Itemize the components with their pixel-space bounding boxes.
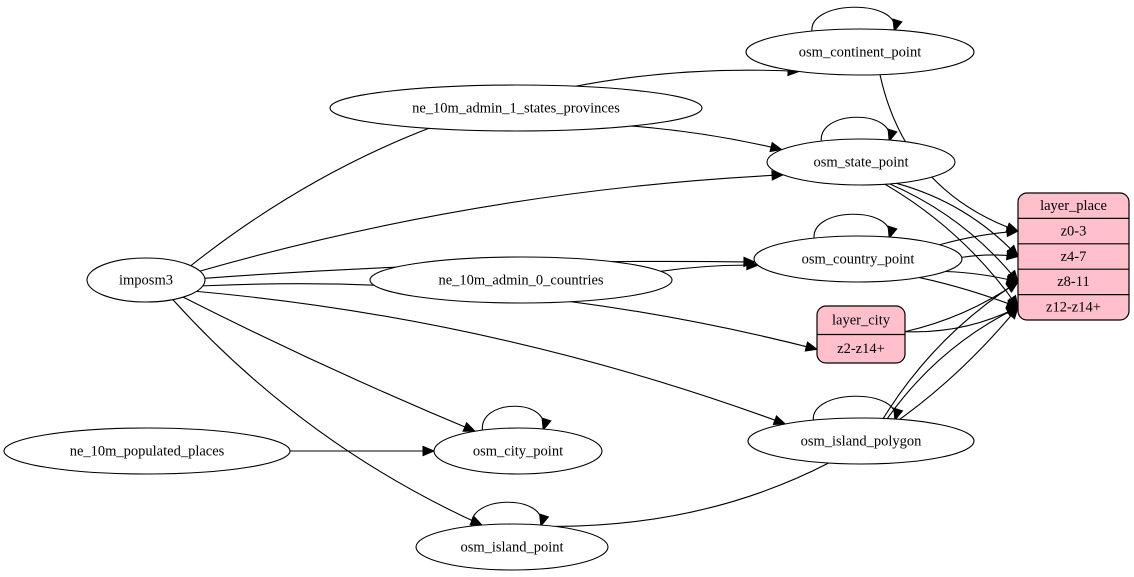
node-ellipse[interactable] (415, 523, 609, 571)
edge-path (889, 183, 1019, 283)
edge-arrowhead (1005, 249, 1020, 261)
edge-path (904, 306, 1019, 333)
edge-arrowhead (1005, 281, 1020, 293)
edge-arrowhead (746, 259, 760, 271)
node-ellipse[interactable] (369, 256, 673, 304)
edge-path (199, 174, 784, 272)
edge-arrowhead (887, 225, 898, 240)
edge-path (939, 230, 1019, 246)
edge-arrowhead (887, 128, 898, 143)
edge-arrowhead (1005, 306, 1020, 318)
record-row-label[interactable]: z12-z14+ (1046, 300, 1101, 316)
edge-path (196, 290, 786, 425)
node-label: osm_island_point (460, 539, 563, 555)
graph-edge (199, 174, 784, 272)
graph-node-osm_continent[interactable]: osm_continent_point (745, 28, 975, 76)
edge-arrowhead (804, 341, 819, 352)
record-row-label[interactable]: z8-11 (1057, 274, 1089, 290)
record-title: layer_city (832, 313, 891, 329)
graph-edge (886, 306, 1019, 419)
record-title: layer_place (1040, 198, 1107, 214)
graph-node-ne_countries[interactable]: ne_10m_admin_0_countries (369, 256, 673, 304)
node-ellipse[interactable] (86, 257, 206, 303)
graph-edge (904, 281, 1019, 333)
node-ellipse[interactable] (3, 427, 291, 475)
node-ellipse[interactable] (747, 417, 975, 465)
graph-node-osm_island_pt[interactable]: osm_island_point (415, 523, 609, 571)
node-ellipse[interactable] (766, 138, 956, 186)
edge-path (919, 277, 1019, 308)
graph-node-ne_populated[interactable]: ne_10m_populated_places (3, 427, 291, 475)
edge-path (631, 125, 782, 151)
graph-edge (889, 183, 1019, 283)
edge-arrowhead (462, 421, 477, 432)
node-label: osm_country_point (802, 251, 915, 267)
graph-edge (555, 306, 1019, 528)
graph-edge (172, 299, 483, 526)
node-label: ne_10m_admin_1_states_provinces (412, 100, 620, 116)
record-row-label[interactable]: z4-7 (1061, 249, 1087, 265)
graph-record-layer_place[interactable]: layer_place z0-3 z4-7 z8-11 z12-z14+ (1017, 192, 1130, 321)
graph-edge (919, 277, 1019, 308)
node-label: ne_10m_populated_places (70, 443, 225, 459)
node-label: osm_city_point (473, 443, 563, 459)
edge-arrowhead (1006, 226, 1020, 238)
edge-path (886, 306, 1019, 419)
node-label: ne_10m_admin_0_countries (438, 272, 603, 288)
edge-path (904, 281, 1019, 333)
node-label: osm_state_point (813, 154, 908, 170)
edge-path (884, 183, 1019, 308)
graph-node-osm_city[interactable]: osm_city_point (433, 427, 603, 475)
node-ellipse[interactable] (329, 84, 703, 132)
graph-node-osm_country[interactable]: osm_country_point (753, 235, 963, 283)
edge-path (660, 264, 758, 272)
graph-node-imposm3[interactable]: imposm3 (86, 257, 206, 303)
node-ellipse[interactable] (433, 427, 603, 475)
graph-edge (182, 296, 476, 432)
graph-edge (896, 182, 1019, 257)
edge-arrowhead (772, 414, 787, 425)
node-ellipse[interactable] (745, 28, 975, 76)
graph-node-osm_island_pg[interactable]: osm_island_polygon (747, 417, 975, 465)
graph-edge (631, 125, 782, 151)
edge-path (896, 182, 1019, 257)
graph-node-ne_states[interactable]: ne_10m_admin_1_states_provinces (329, 84, 703, 132)
record-row-label[interactable]: z0-3 (1061, 223, 1087, 239)
edge-path (172, 299, 483, 526)
edge-arrowhead (892, 18, 903, 33)
record-row-label[interactable]: z2-z14+ (837, 341, 885, 357)
graph-node-osm_state[interactable]: osm_state_point (766, 138, 956, 186)
edge-arrowhead (541, 417, 552, 432)
graph-record-layer_city[interactable]: layer_city z2-z14+ (816, 305, 906, 364)
edge-arrowhead (422, 445, 436, 457)
node-layer: imposm3 ne_10m_admin_1_states_provincesne… (3, 28, 1130, 571)
node-label: osm_island_polygon (801, 433, 923, 449)
edge-layer (172, 6, 1020, 529)
graph-edge (884, 183, 1019, 308)
graph-edge (904, 306, 1019, 333)
edge-arrowhead (893, 407, 904, 422)
edge-arrowhead (769, 141, 784, 153)
graph-edge (196, 290, 786, 425)
record-outline[interactable] (1017, 192, 1130, 321)
edge-path (182, 296, 476, 432)
edge-arrowhead (539, 513, 550, 528)
node-ellipse[interactable] (753, 235, 963, 283)
graph-edge (939, 230, 1019, 246)
node-label: imposm3 (119, 272, 173, 288)
graph-edge (660, 264, 758, 272)
node-label: osm_continent_point (799, 44, 921, 60)
edge-path (555, 306, 1019, 528)
